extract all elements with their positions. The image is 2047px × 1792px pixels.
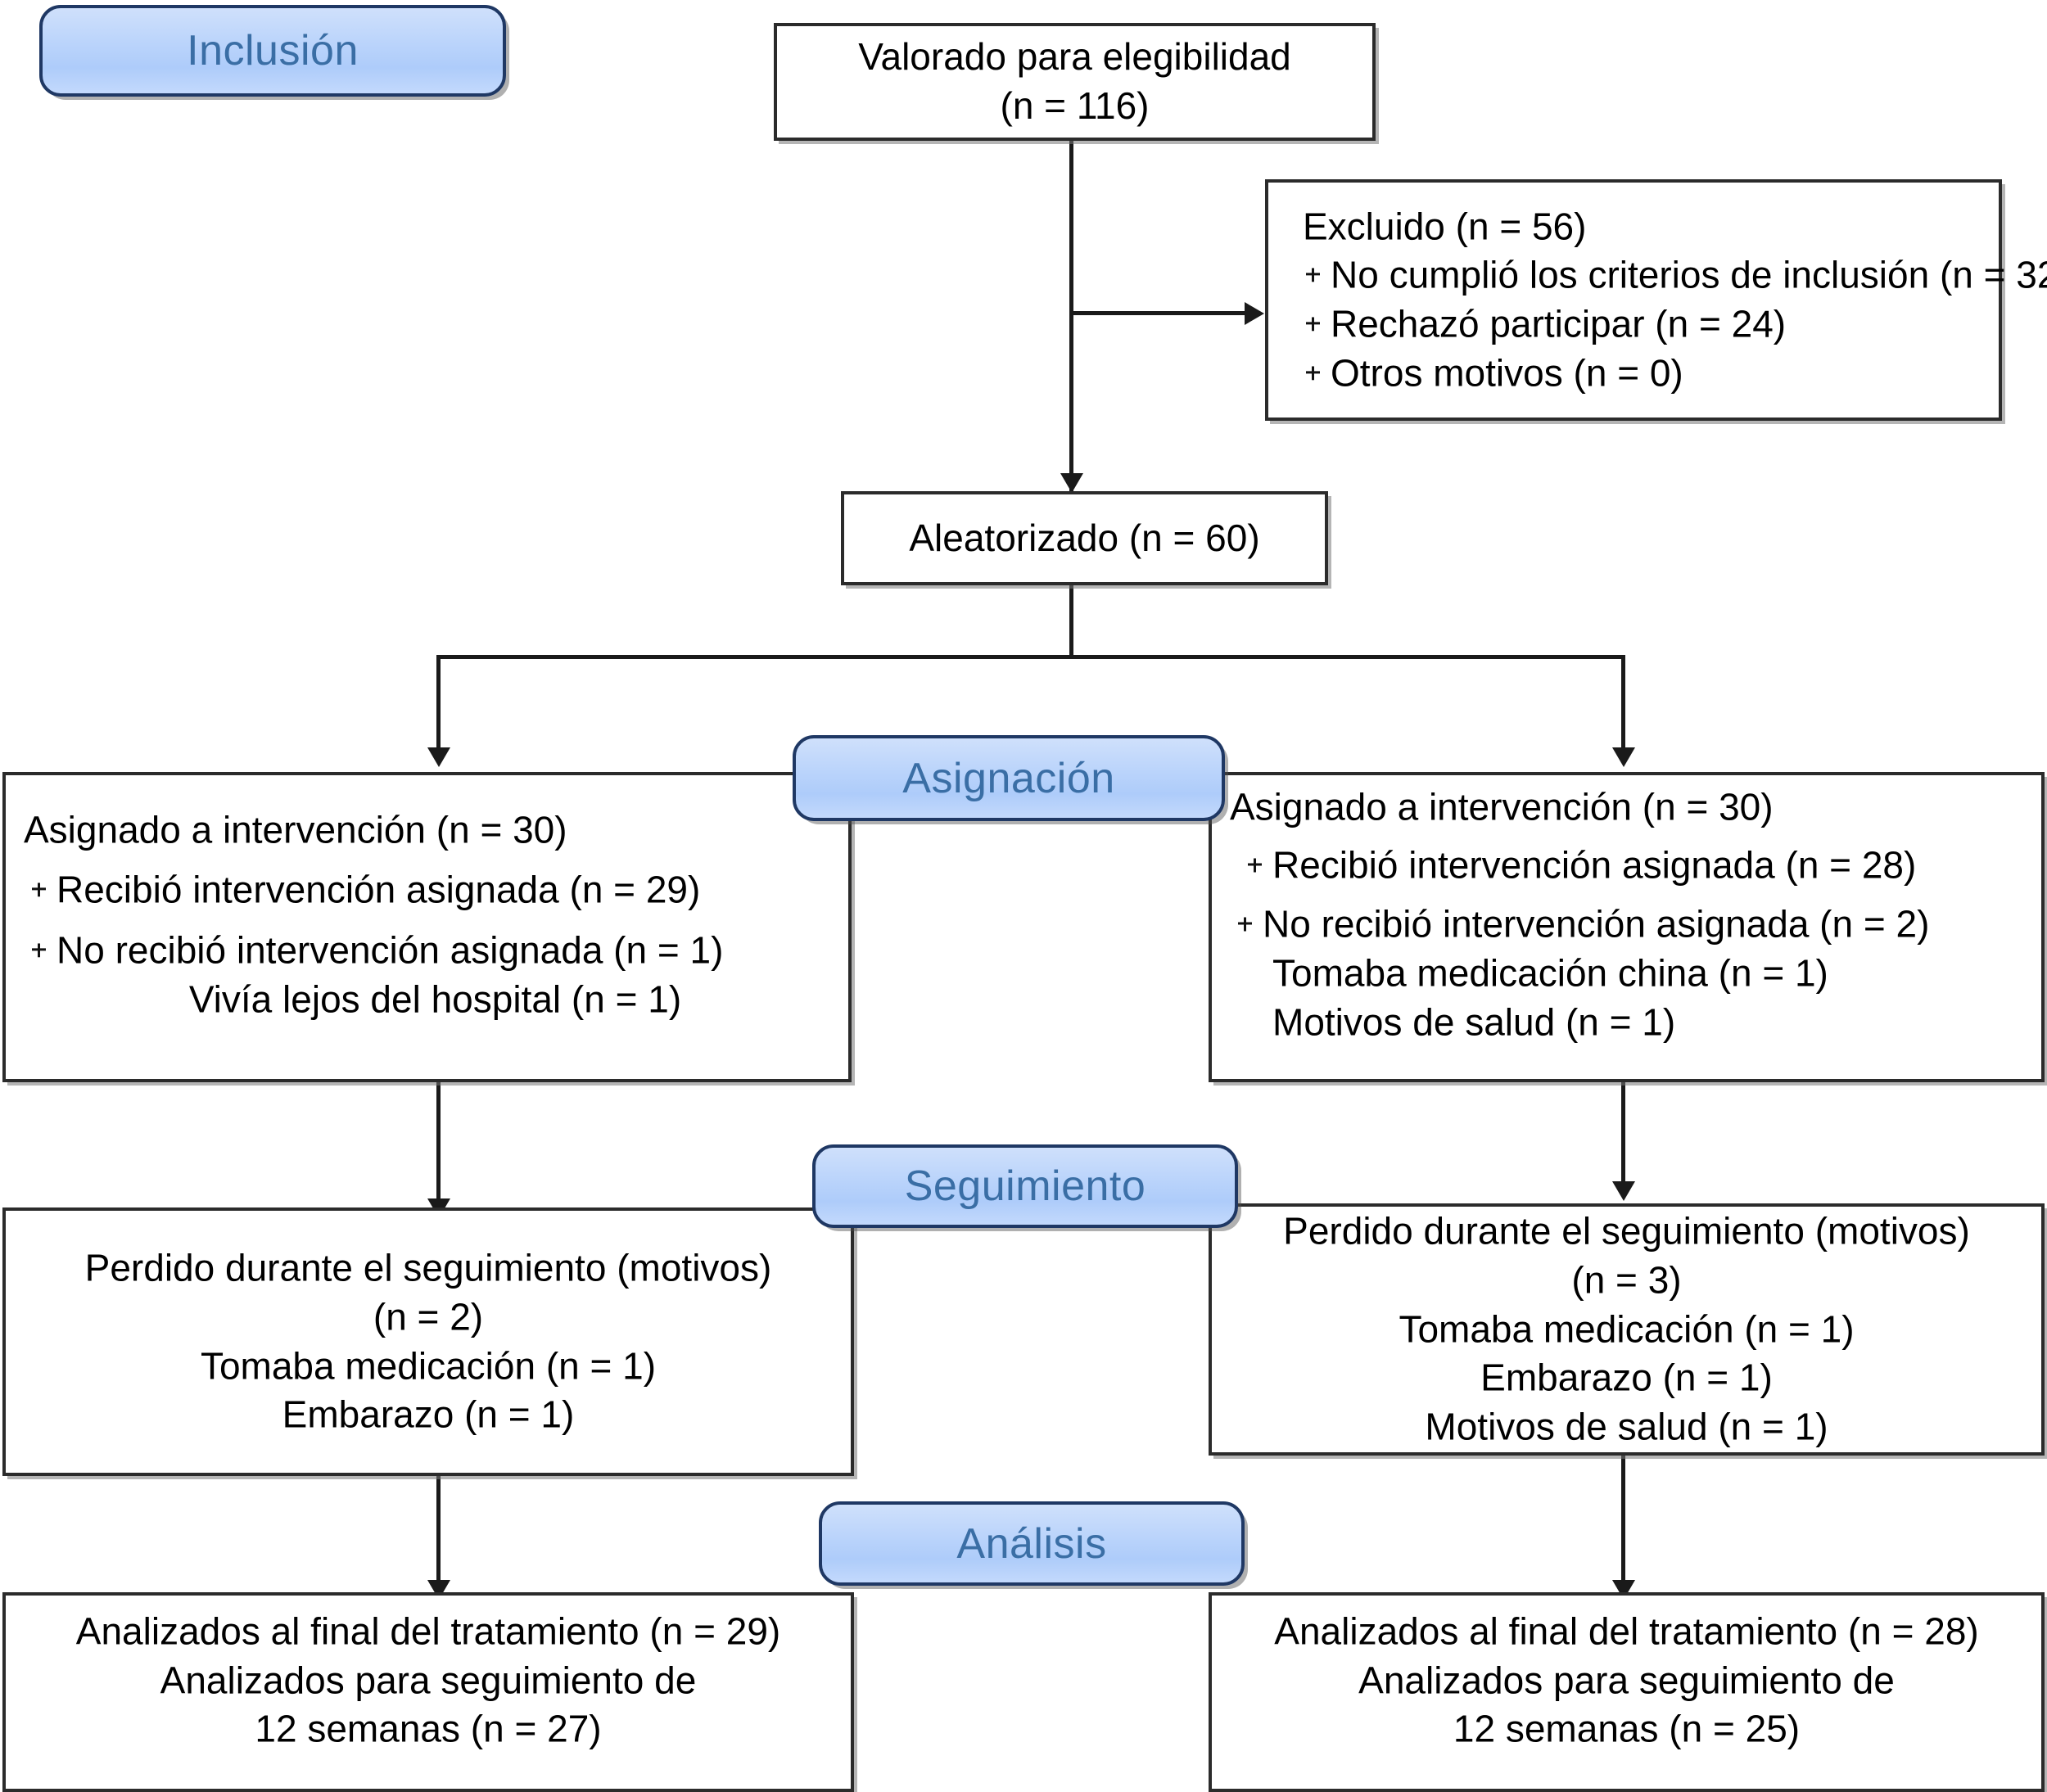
arrow-into-randomized [1060,473,1083,493]
randomized-line-1: Aleatorizado (n = 60) [909,516,1260,559]
arrow-into-allocation-right [1612,747,1635,767]
allocation-right-bullet: Recibió intervención asignada (n = 28) [1230,842,2023,891]
bullet-plus-icon [1306,317,1320,332]
excluded-item: Rechazó participar (n = 24) [1303,300,1987,350]
followup-left-line-1: Perdido durante el seguimiento (motivos) [84,1246,772,1289]
connector-split-left [436,655,441,753]
excluded-item: No cumplió los criterios de inclusión (n… [1303,251,2047,300]
connector-split-right [1621,655,1625,753]
stage-label-analysis: Análisis [819,1501,1245,1586]
allocation-right-bullet: No recibió intervención asignada (n = 2) [1230,901,2023,950]
stage-label-allocation-text: Asignación [902,754,1115,802]
followup-right-line-3: Tomaba medicación (n = 1) [1399,1307,1855,1351]
stage-label-enrollment-text: Inclusión [187,27,359,74]
arrow-into-excluded [1245,302,1264,325]
allocation-left-bullet: Recibió intervención asignada (n = 29) [24,866,830,915]
connector-followup-right-to-analysis [1621,1456,1625,1587]
stage-label-analysis-text: Análisis [956,1519,1107,1568]
followup-left-line-3: Tomaba medicación (n = 1) [200,1344,657,1387]
followup-right-line-2: (n = 3) [1571,1258,1682,1302]
allocation-right-bullet-text: Recibió intervención asignada (n = 28) [1272,843,1917,887]
assessed-line-1: Valorado para elegibilidad [858,35,1291,79]
followup-left-box: Perdido durante el seguimiento (motivos)… [2,1207,854,1476]
bullet-plus-icon [32,882,46,897]
connector-followup-left-to-analysis [436,1476,441,1587]
connector-to-excluded [1069,311,1251,315]
assessed-for-eligibility-box: Valorado para elegibilidad (n = 116) [774,23,1376,141]
excluded-heading: Excluido (n = 56) [1303,204,1587,247]
excluded-item-text: Otros motivos (n = 0) [1331,351,1683,395]
followup-right-line-1: Perdido durante el seguimiento (motivos) [1283,1209,1970,1253]
bullet-plus-icon [1306,268,1320,282]
allocation-left-heading: Asignado a intervención (n = 30) [24,808,567,851]
stage-label-followup-text: Seguimiento [904,1162,1146,1210]
analysis-left-line-3: 12 semanas (n = 27) [255,1707,602,1750]
allocation-right-subitem: Tomaba medicación china (n = 1) [1272,951,1828,995]
followup-right-line-5: Motivos de salud (n = 1) [1425,1405,1828,1448]
analysis-left-line-1: Analizados al final del tratamiento (n =… [75,1609,781,1653]
allocation-right-subitem: Motivos de salud (n = 1) [1272,1000,1676,1044]
followup-left-line-2: (n = 2) [373,1295,484,1338]
stage-label-enrollment: Inclusión [39,5,506,97]
allocation-right-box: Asignado a intervención (n = 30) Recibió… [1209,772,2045,1082]
connector-split-bar [438,655,1625,659]
allocation-right-bullet-text: No recibió intervención asignada (n = 2) [1263,902,1930,946]
arrow-into-followup-right [1612,1181,1635,1201]
excluded-item: Otros motivos (n = 0) [1303,349,1987,398]
arrow-into-allocation-left [427,747,450,767]
allocation-left-bullet: No recibió intervención asignada (n = 1) [24,927,830,976]
assessed-line-2: (n = 116) [1000,84,1150,127]
allocation-left-bullet-text: Recibió intervención asignada (n = 29) [56,868,701,911]
followup-right-line-4: Embarazo (n = 1) [1480,1356,1773,1399]
allocation-left-box: Asignado a intervención (n = 30) Recibió… [2,772,852,1082]
stage-label-followup: Seguimiento [812,1144,1238,1228]
connector-allocation-right-to-followup [1621,1082,1625,1189]
analysis-right-box: Analizados al final del tratamiento (n =… [1209,1592,2045,1792]
connector-assessed-to-randomized [1069,141,1073,491]
analysis-left-box: Analizados al final del tratamiento (n =… [2,1592,854,1792]
analysis-right-line-3: 12 semanas (n = 25) [1453,1707,1801,1750]
stage-label-allocation: Asignación [793,735,1225,821]
followup-right-box: Perdido durante el seguimiento (motivos)… [1209,1203,2045,1456]
followup-left-line-4: Embarazo (n = 1) [282,1393,575,1436]
bullet-plus-icon [1306,366,1320,381]
allocation-right-heading: Asignado a intervención (n = 30) [1230,785,1774,828]
connector-allocation-left-to-followup [436,1082,441,1205]
bullet-plus-icon [32,943,46,958]
analysis-right-line-1: Analizados al final del tratamiento (n =… [1274,1609,1979,1653]
bullet-plus-icon [1238,917,1252,932]
bullet-plus-icon [1248,858,1262,873]
excluded-box: Excluido (n = 56) No cumplió los criteri… [1265,179,2047,421]
connector-randomized-down [1069,585,1073,657]
excluded-item-text: Rechazó participar (n = 24) [1331,302,1787,345]
excluded-item-text: No cumplió los criterios de inclusión (n… [1331,253,2047,296]
randomized-box: Aleatorizado (n = 60) [841,491,1328,585]
allocation-left-subitem: Vivía lejos del hospital (n = 1) [188,977,682,1021]
allocation-left-bullet-text: No recibió intervención asignada (n = 1) [56,928,724,972]
analysis-right-line-2: Analizados para seguimiento de [1358,1658,1895,1701]
analysis-left-line-2: Analizados para seguimiento de [160,1658,697,1701]
